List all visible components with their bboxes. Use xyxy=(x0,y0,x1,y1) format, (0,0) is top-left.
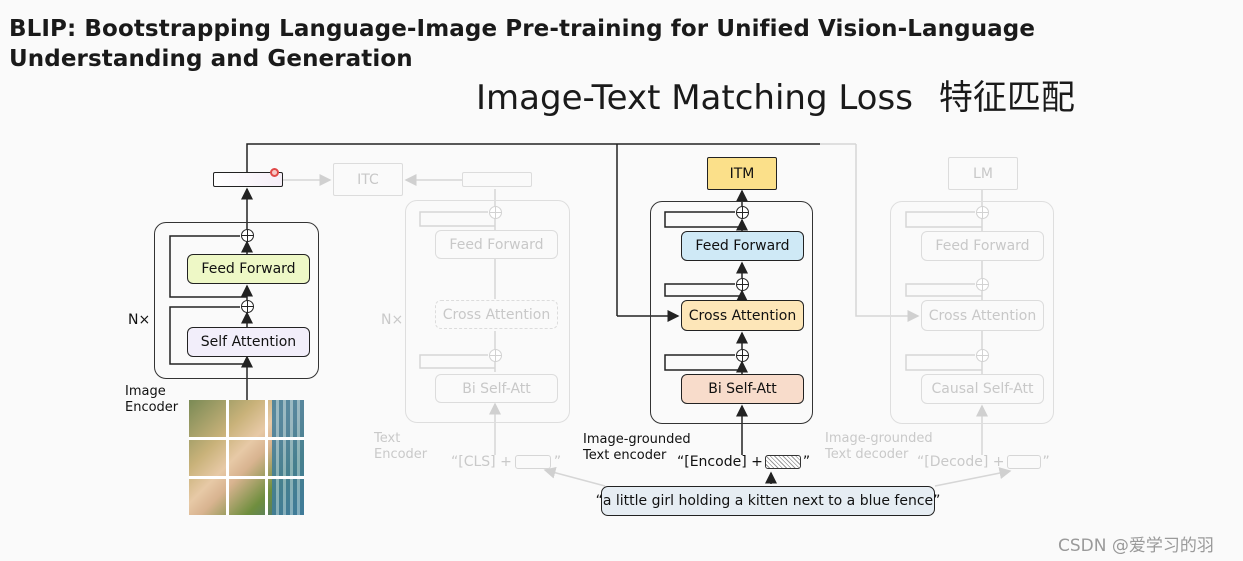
text-encoder-label: Text Encoder xyxy=(374,431,428,462)
text-cross-attention-block: Cross Attention xyxy=(435,300,558,329)
itc-block: ITC xyxy=(333,163,403,196)
text-encoder-add-bottom xyxy=(489,349,502,362)
text-self-att-block: Bi Self-Att xyxy=(435,374,558,403)
slide-heading: Image-Text Matching Loss 特征匹配 xyxy=(476,70,1075,119)
text-feed-forward-block: Feed Forward xyxy=(435,230,558,259)
text-cls-token xyxy=(462,172,532,187)
grounded-self-att-block: Bi Self-Att xyxy=(681,374,804,404)
text-encoder-panel xyxy=(405,200,570,423)
grounded-decoder-panel xyxy=(890,201,1054,424)
grounded-cross-attention-block: Cross Attention xyxy=(681,300,804,331)
caption-box: “a little girl holding a kitten next to … xyxy=(596,486,940,516)
decoder-cross-attention-block: Cross Attention xyxy=(921,300,1044,331)
decoder-add-bottom xyxy=(976,349,989,362)
grounded-encoder-panel xyxy=(650,201,813,424)
input-photo xyxy=(189,400,304,515)
grounded-add-bottom xyxy=(736,349,749,362)
image-self-attention-block: Self Attention xyxy=(187,327,310,357)
grounded-input-token xyxy=(764,455,801,469)
grounded-feed-forward-block: Feed Forward xyxy=(681,231,804,261)
grounded-add-top xyxy=(736,206,749,219)
grounded-decoder-input: “[Decode] +” xyxy=(917,454,1050,470)
image-encoder-nx: N× xyxy=(128,312,151,328)
faded-lines xyxy=(283,143,1012,487)
image-feed-forward-block: Feed Forward xyxy=(187,254,310,284)
lm-block: LM xyxy=(948,157,1018,190)
grounded-decoder-label: Image-grounded Text decoder xyxy=(825,431,933,462)
watermark: CSDN @爱学习的羽 xyxy=(1058,536,1214,556)
heading-en: Image-Text Matching Loss xyxy=(476,78,913,118)
decoder-add-top xyxy=(976,206,989,219)
image-encoder-add-bottom xyxy=(241,300,254,313)
page-title: BLIP: Bootstrapping Language-Image Pre-t… xyxy=(9,16,1036,72)
decoder-feed-forward-block: Feed Forward xyxy=(921,231,1044,261)
image-encoder-panel xyxy=(154,222,319,379)
text-encoder-nx: N× xyxy=(381,312,404,328)
image-encoder-label: Image Encoder xyxy=(125,384,179,415)
heading-cn: 特征匹配 xyxy=(938,78,1075,118)
grounded-encoder-label: Image-grounded Text encoder xyxy=(583,432,691,463)
image-feature-token xyxy=(213,172,283,187)
decoder-self-att-block: Causal Self-Att xyxy=(921,374,1044,404)
image-encoder-add-top xyxy=(241,229,254,242)
itm-block: ITM xyxy=(707,157,777,190)
text-encoder-add-top xyxy=(489,206,502,219)
grounded-encoder-lines xyxy=(664,189,777,484)
grounded-add-middle xyxy=(736,278,749,291)
cursor-marker xyxy=(270,168,279,177)
grounded-encoder-input: “[Encode] +” xyxy=(677,454,811,470)
text-input-token xyxy=(514,455,551,469)
text-encoder-input: “[CLS] +” xyxy=(451,454,562,470)
decoder-input-token xyxy=(1006,455,1041,469)
decoder-add-middle xyxy=(976,278,989,291)
